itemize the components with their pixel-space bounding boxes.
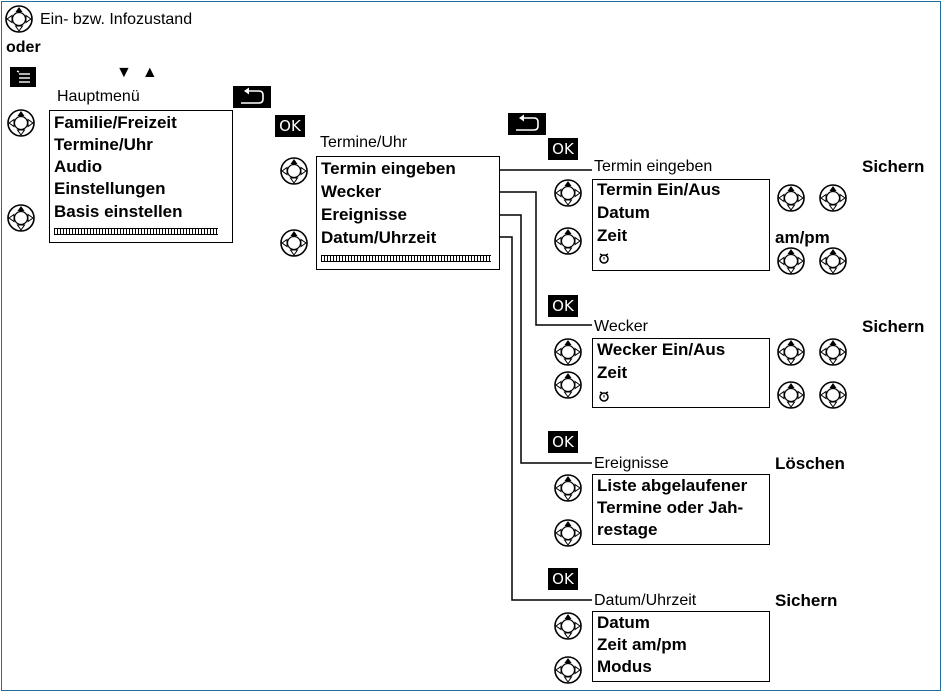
list-line: Termine oder Jah- bbox=[597, 498, 744, 517]
menu-item[interactable]: Familie/Freizeit bbox=[54, 113, 177, 132]
datum-uhrzeit-box: Datum Zeit am/pm Modus bbox=[592, 611, 770, 682]
control-key-icon[interactable] bbox=[776, 246, 806, 276]
menu-item[interactable]: Wecker Ein/Aus bbox=[597, 340, 726, 359]
control-key-icon[interactable] bbox=[6, 108, 36, 138]
list-line: restage bbox=[597, 520, 658, 539]
control-key-icon[interactable] bbox=[6, 203, 36, 233]
menu-item[interactable]: Basis einstellen bbox=[54, 202, 183, 221]
menu-item[interactable]: Audio bbox=[54, 157, 103, 176]
menu-scroll-indicator bbox=[321, 255, 491, 262]
main-menu-title: Hauptmenü bbox=[57, 88, 140, 105]
wecker-title: Wecker bbox=[594, 318, 648, 335]
ok-key-icon[interactable]: OK bbox=[275, 115, 305, 137]
control-key-icon[interactable] bbox=[553, 370, 583, 400]
sichern-label[interactable]: Sichern bbox=[862, 317, 925, 336]
menu-item[interactable]: Zeit bbox=[597, 363, 628, 382]
control-key-icon[interactable] bbox=[279, 156, 309, 186]
ok-key-icon[interactable]: OK bbox=[548, 568, 578, 590]
datum-uhrzeit-title: Datum/Uhrzeit bbox=[594, 592, 697, 609]
menu-item[interactable]: Modus bbox=[597, 657, 652, 676]
control-key-icon[interactable] bbox=[553, 226, 583, 256]
main-menu-box: Familie/Freizeit Termine/Uhr Audio Einst… bbox=[49, 110, 233, 243]
nav-arrows: ▼▲ bbox=[116, 64, 168, 82]
termin-eingeben-box: Termin Ein/Aus Datum Zeit bbox=[592, 179, 770, 271]
or-label: oder bbox=[6, 39, 41, 56]
termine-uhr-title: Termine/Uhr bbox=[320, 134, 408, 151]
menu-item[interactable]: Wecker bbox=[321, 182, 382, 201]
termin-eingeben-title: Termin eingeben bbox=[594, 158, 713, 175]
menu-key-icon[interactable] bbox=[10, 67, 36, 87]
ok-key-icon[interactable]: OK bbox=[548, 138, 578, 160]
control-key-icon[interactable] bbox=[553, 473, 583, 503]
ok-key-icon[interactable]: OK bbox=[548, 431, 578, 453]
menu-item[interactable]: Datum bbox=[597, 203, 650, 222]
menu-item[interactable]: Termine/Uhr bbox=[54, 135, 153, 154]
menu-scroll-indicator bbox=[54, 228, 218, 235]
wecker-box: Wecker Ein/Aus Zeit bbox=[592, 338, 770, 408]
control-key-icon[interactable] bbox=[818, 246, 848, 276]
control-key-icon[interactable] bbox=[553, 178, 583, 208]
ereignisse-box: Liste abgelaufener Termine oder Jah- res… bbox=[592, 474, 770, 545]
control-key-icon[interactable] bbox=[553, 611, 583, 641]
menu-item[interactable]: Termin eingeben bbox=[321, 159, 456, 178]
sichern-label[interactable]: Sichern bbox=[775, 591, 838, 610]
alarm-clock-icon bbox=[599, 391, 609, 402]
control-key-icon[interactable] bbox=[553, 337, 583, 367]
menu-item[interactable]: Zeit am/pm bbox=[597, 635, 687, 654]
menu-item[interactable]: Zeit bbox=[597, 226, 628, 245]
ampm-label: am/pm bbox=[775, 228, 830, 247]
menu-item[interactable]: Datum bbox=[597, 613, 650, 632]
list-line: Liste abgelaufener bbox=[597, 476, 748, 495]
menu-item[interactable]: Ereignisse bbox=[321, 205, 407, 224]
back-key-icon[interactable] bbox=[233, 86, 271, 108]
menu-item[interactable]: Termin Ein/Aus bbox=[597, 180, 721, 199]
control-key-icon[interactable] bbox=[818, 337, 848, 367]
control-key-icon[interactable] bbox=[553, 655, 583, 685]
control-key-icon[interactable] bbox=[776, 183, 806, 213]
ereignisse-title: Ereignisse bbox=[594, 455, 669, 472]
control-key-icon[interactable] bbox=[776, 380, 806, 410]
control-key-icon[interactable] bbox=[4, 4, 34, 34]
alarm-clock-icon bbox=[599, 253, 609, 264]
control-key-icon[interactable] bbox=[818, 380, 848, 410]
control-key-icon[interactable] bbox=[818, 183, 848, 213]
control-key-icon[interactable] bbox=[776, 337, 806, 367]
ok-key-icon[interactable]: OK bbox=[548, 295, 578, 317]
sichern-label[interactable]: Sichern bbox=[862, 157, 925, 176]
loeschen-label[interactable]: Löschen bbox=[775, 454, 845, 473]
control-key-icon[interactable] bbox=[279, 228, 309, 258]
menu-item[interactable]: Datum/Uhrzeit bbox=[321, 228, 437, 247]
control-key-icon[interactable] bbox=[553, 518, 583, 548]
arrow-down-icon[interactable]: ▼ bbox=[116, 64, 142, 81]
back-key-icon[interactable] bbox=[508, 113, 546, 135]
menu-item[interactable]: Einstellungen bbox=[54, 179, 166, 198]
arrow-up-icon[interactable]: ▲ bbox=[141, 64, 168, 81]
termine-uhr-box: Termin eingeben Wecker Ereignisse Datum/… bbox=[316, 156, 500, 270]
info-state-label: Ein- bzw. Infozustand bbox=[40, 11, 193, 28]
